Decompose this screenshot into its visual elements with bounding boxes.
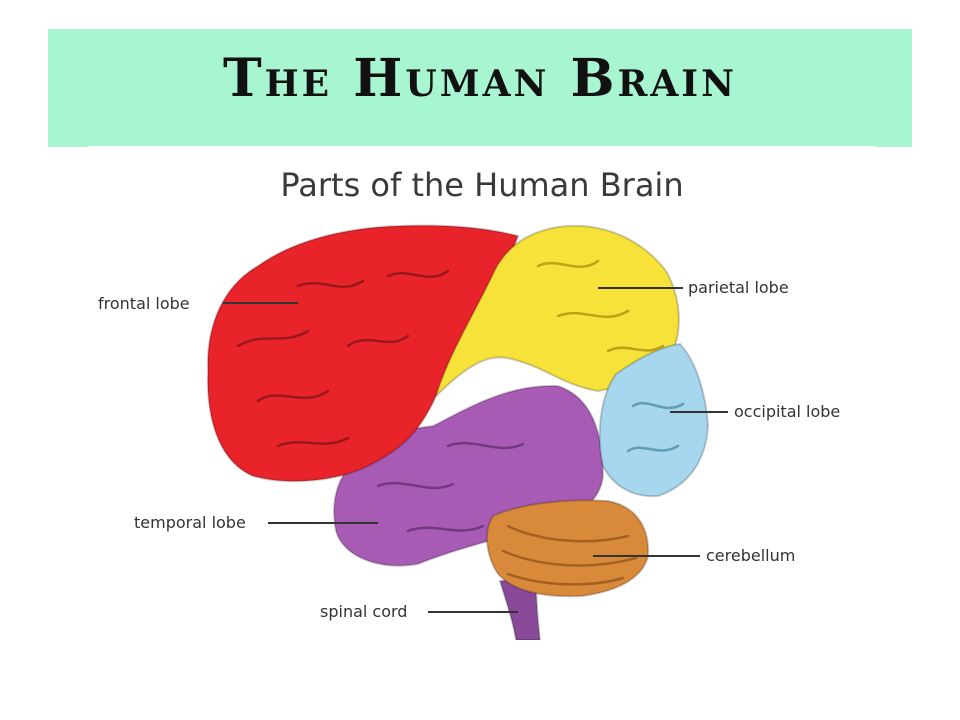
brain-diagram: Parts of the Human Brain: [88, 146, 876, 640]
label-frontal-lobe: frontal lobe: [98, 294, 190, 313]
cerebellum-region: [486, 499, 650, 598]
label-parietal-lobe: parietal lobe: [688, 278, 789, 297]
label-spinal-cord: spinal cord: [320, 602, 408, 621]
diagram-title: Parts of the Human Brain: [280, 166, 684, 204]
label-occipital-lobe: occipital lobe: [734, 402, 841, 421]
label-temporal-lobe: temporal lobe: [134, 513, 246, 532]
label-leader-lines: [223, 287, 728, 613]
label-cerebellum: cerebellum: [706, 546, 796, 565]
brain-folds: [236, 259, 685, 586]
slide-title: The Human Brain: [222, 48, 738, 109]
title-banner: The Human Brain: [48, 29, 912, 147]
occipital-lobe-region: [598, 342, 710, 498]
brain-illustration: [206, 224, 728, 640]
